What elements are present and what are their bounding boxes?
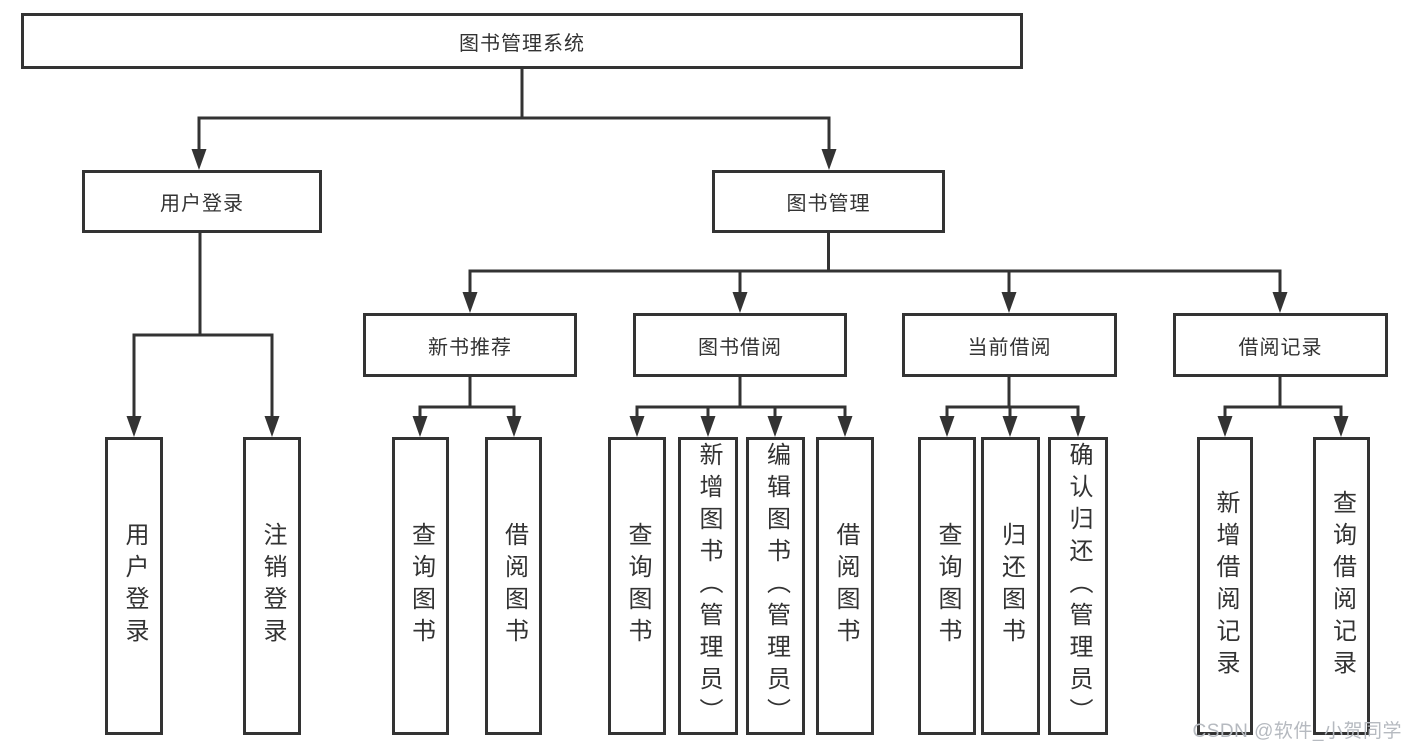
node-root: 图书管理系统	[21, 13, 1023, 69]
leaf-borrowing-borrow-books-label: 借阅图书	[832, 522, 859, 650]
node-book-management-label: 图书管理	[786, 193, 871, 215]
node-book-management: 图书管理	[712, 170, 945, 233]
node-new-book-recommend-label: 新书推荐	[428, 336, 512, 359]
connector-group	[126, 67, 1349, 437]
leaf-add-books-admin-label: 新增图书（管理员）	[695, 442, 722, 730]
leaf-logout-label: 注销登录	[259, 522, 286, 650]
leaf-return-books-label: 归还图书	[997, 522, 1025, 650]
leaf-recommend-borrow-books-label: 借阅图书	[500, 522, 528, 650]
node-book-borrowing-label: 图书借阅	[698, 336, 782, 359]
leaf-add-borrow-record-label: 新增借阅记录	[1212, 490, 1239, 682]
node-current-borrowing: 当前借阅	[902, 313, 1117, 377]
leaf-query-borrow-record: 查询借阅记录	[1313, 437, 1370, 735]
leaf-borrowing-query-books-label: 查询图书	[624, 522, 651, 650]
leaf-user-login-label: 用户登录	[121, 522, 148, 650]
node-user-login-label: 用户登录	[160, 193, 244, 215]
leaf-user-login: 用户登录	[105, 437, 163, 735]
leaf-borrowing-borrow-books: 借阅图书	[816, 437, 874, 735]
node-root-label: 图书管理系统	[459, 32, 585, 55]
node-borrowing-records-label: 借阅记录	[1238, 336, 1323, 359]
leaf-add-books-admin: 新增图书（管理员）	[678, 437, 738, 735]
leaf-edit-books-admin: 编辑图书（管理员）	[746, 437, 805, 735]
leaf-logout: 注销登录	[243, 437, 301, 735]
node-user-login: 用户登录	[82, 170, 322, 233]
node-book-borrowing: 图书借阅	[633, 313, 847, 377]
leaf-query-borrow-record-label: 查询借阅记录	[1328, 490, 1356, 682]
leaf-confirm-return-admin: 确认归还（管理员）	[1048, 437, 1108, 735]
node-new-book-recommend: 新书推荐	[363, 313, 577, 377]
leaf-add-borrow-record: 新增借阅记录	[1197, 437, 1253, 735]
leaf-recommend-borrow-books: 借阅图书	[485, 437, 542, 735]
leaf-return-books: 归还图书	[981, 437, 1040, 735]
leaf-recommend-query-books-label: 查询图书	[407, 522, 435, 650]
leaf-recommend-query-books: 查询图书	[392, 437, 449, 735]
leaf-confirm-return-admin-label: 确认归还（管理员）	[1065, 442, 1092, 730]
node-borrowing-records: 借阅记录	[1173, 313, 1388, 377]
leaf-edit-books-admin-label: 编辑图书（管理员）	[762, 442, 790, 730]
node-current-borrowing-label: 当前借阅	[967, 336, 1052, 359]
csdn-watermark: CSDN @软件_小贺同学	[1192, 721, 1402, 742]
leaf-borrowing-query-books: 查询图书	[608, 437, 666, 735]
leaf-current-query-books: 查询图书	[918, 437, 976, 735]
leaf-current-query-books-label: 查询图书	[934, 522, 961, 650]
